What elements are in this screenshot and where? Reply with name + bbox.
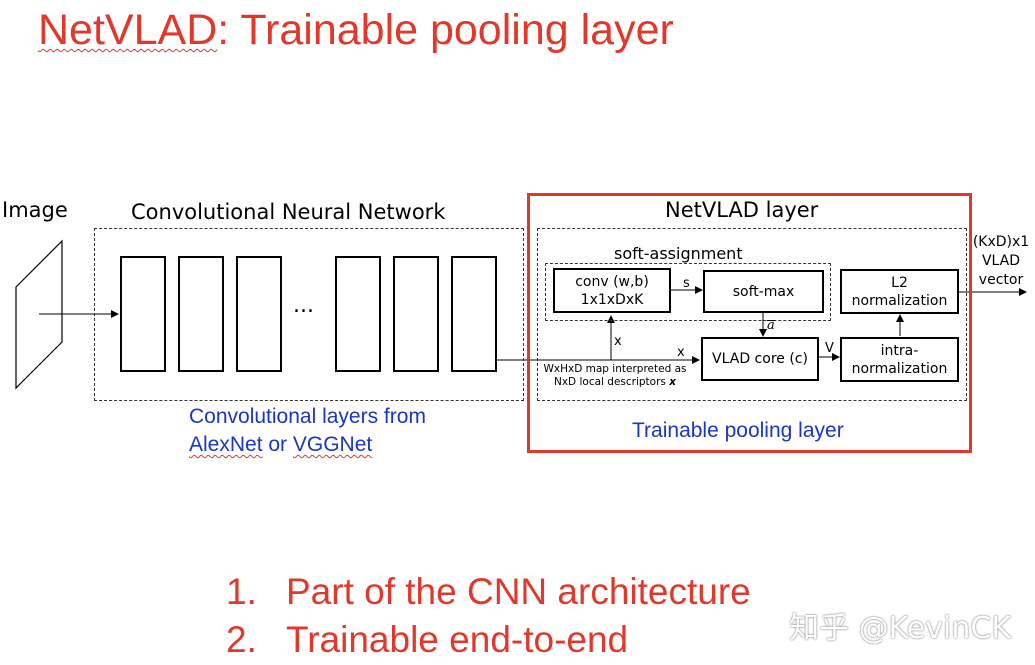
cnn-box [94,228,524,401]
intra-node-line1: intra- [880,342,919,359]
caption-alexnet: AlexNet [189,433,263,456]
map-note-var: x [669,376,676,388]
l2-node-line1: L2 [891,274,908,291]
edge-label-v: V [825,341,834,356]
edge-label-a-bar [767,320,775,321]
page-title: NetVLAD: Trainable pooling layer [38,6,674,55]
cnn-layer-block [393,256,439,372]
map-note: WxHxD map interpreted as NxD local descr… [541,363,689,389]
intra-node-line2: normalization [851,360,948,377]
intra-normalization-node: intra- normalization [840,337,959,382]
conv-node: conv (w,b) 1x1xDxK [553,268,671,313]
title-netvlad: NetVLAD [38,6,218,54]
list-item: 1. Part of the CNN architecture [226,568,751,616]
cnn-layer-block [178,256,224,372]
map-note-line2: NxD local descriptors x [541,376,689,389]
output-vector-line3: vector [978,272,1024,288]
conv-layers-caption: Convolutional layers from AlexNet or VGG… [189,403,426,459]
image-label: Image [2,198,68,222]
netvlad-highlight-frame [527,193,972,453]
conv-layers-caption-line1: Convolutional layers from [189,405,426,428]
cnn-layer-block [335,256,381,372]
soft-assignment-box [545,263,831,321]
list-item-number: 2. [226,619,257,660]
cnn-layer-block [451,256,497,372]
vlad-core-label: VLAD core (c) [712,351,808,367]
conv-layers-caption-line2: AlexNet or VGGNet [189,431,426,459]
softmax-node: soft-max [703,270,824,313]
cnn-label: Convolutional Neural Network [131,200,446,224]
edge-label-a: a [767,318,775,333]
map-note-line1: WxHxD map interpreted as [543,363,687,375]
output-vector-line2: VLAD [981,253,1021,269]
netvlad-inner-box [537,228,967,401]
caption-or: or [262,433,293,456]
soft-assignment-label: soft-assignment [614,244,743,263]
trainable-pooling-caption: Trainable pooling layer [632,419,844,442]
softmax-node-label: soft-max [732,283,795,300]
edge-label-x: x [677,345,685,360]
l2-normalization-node: L2 normalization [840,269,959,314]
list-item-text: Part of the CNN architecture [286,571,751,612]
cnn-layer-block [120,256,166,372]
cnn-layer-block [236,256,282,372]
map-note-line2-prefix: NxD local descriptors [553,376,670,388]
vlad-core-node: VLAD core (c) [701,337,819,381]
title-rest: : Trainable pooling layer [217,6,674,54]
edge-label-x-up: x [614,334,622,349]
feature-list: 1. Part of the CNN architecture 2. Trainab… [226,568,751,664]
edge-label-s: s [683,276,690,291]
list-item-number: 1. [226,571,257,612]
output-vector-line1: (KxD)x1 [972,234,1030,250]
ellipsis-label: ... [293,293,314,318]
caption-vggnet: VGGNet [292,433,373,456]
l2-node-line2: normalization [851,292,948,309]
output-vector-label: (KxD)x1 VLAD vector [970,233,1032,290]
list-item-text: Trainable end-to-end [286,619,629,660]
conv-node-line1: conv (w,b) [575,273,649,290]
image-plane-shape [15,239,63,390]
watermark: 知乎 @KevinCK [789,611,1011,646]
netvlad-layer-label: NetVLAD layer [665,198,819,222]
list-item: 2. Trainable end-to-end [226,616,751,664]
conv-node-line2: 1x1xDxK [580,291,644,308]
